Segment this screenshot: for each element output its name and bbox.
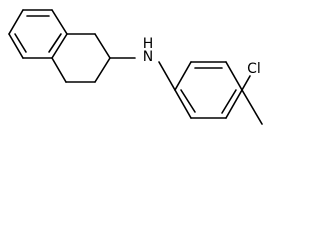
double-bond-inner-3 [48,33,62,53]
bond-sat-5 [51,57,67,83]
aromatic-ring-bonds [8,9,68,59]
bond-methyl [241,89,263,125]
double-bond-inner-2 [14,33,27,53]
bond-aryl-1 [174,61,192,91]
aryl-ring-bonds [174,61,243,119]
molecule-structure-diagram: N H Cl [8,9,263,125]
bond-ar-6 [8,9,24,35]
bond-aryl-3 [225,61,243,91]
bond-ar-5 [8,33,24,59]
bond-c-cl [241,75,251,91]
aryl-double-bond-2 [221,89,237,114]
aryl-double-bond-3 [180,89,196,113]
amine-h-label: H [143,36,154,52]
amine-n-label: N [143,49,153,65]
chlorine-label: Cl [247,61,261,77]
bond-ar-2 [51,9,68,35]
bond-ar-3 [51,33,68,59]
bond-sat-3 [94,57,111,83]
bond-sat-2 [94,33,111,59]
bond-aryl-6 [174,89,192,119]
bond-aryl-4 [225,89,243,119]
bond-n-aryl [158,61,176,91]
saturated-ring-bonds [51,33,111,83]
